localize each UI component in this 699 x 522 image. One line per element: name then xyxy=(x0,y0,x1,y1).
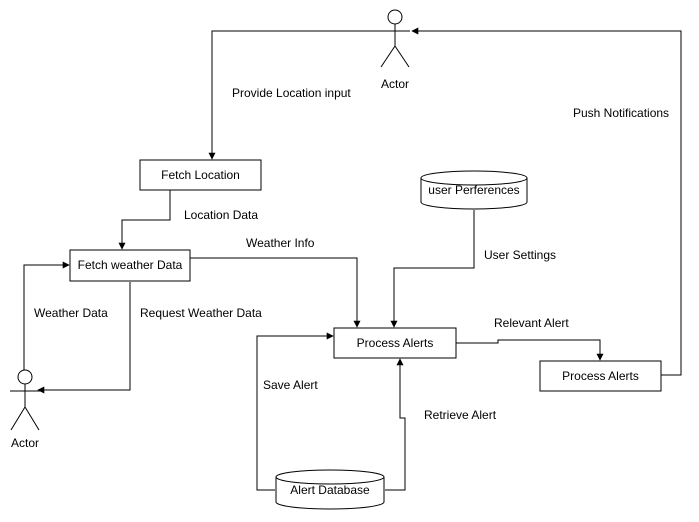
label-relevant-alert: Relevant Alert xyxy=(494,316,569,330)
alert-database-label: Alert Database xyxy=(290,483,370,497)
process-alerts-right-label: Process Alerts xyxy=(562,369,639,383)
actor-left-label: Actor xyxy=(11,436,39,450)
edge-push-notifications xyxy=(411,27,682,376)
edge-location-data xyxy=(118,190,171,250)
node-fetch-weather: Fetch weather Data xyxy=(69,249,191,282)
node-process-alerts-right: Process Alerts xyxy=(539,360,662,392)
label-request-weather: Request Weather Data xyxy=(140,306,262,320)
label-user-settings: User Settings xyxy=(484,248,556,262)
edge-weather-info xyxy=(190,257,361,328)
node-process-alerts-main: Process Alerts xyxy=(333,327,457,359)
fetch-location-label: Fetch Location xyxy=(161,168,240,182)
actor-top: Actor xyxy=(380,9,410,91)
label-save-alert: Save Alert xyxy=(263,378,318,392)
actor-left: Actor xyxy=(10,369,40,450)
edge-request-weather xyxy=(37,282,131,394)
person-icon xyxy=(380,9,410,68)
fetch-weather-label: Fetch weather Data xyxy=(78,258,183,272)
person-icon xyxy=(10,369,40,431)
actor-top-label: Actor xyxy=(381,77,409,91)
label-provide-location: Provide Location input xyxy=(232,86,351,100)
label-push-notifications: Push Notifications xyxy=(573,106,669,120)
node-alert-database: Alert Database xyxy=(275,469,385,510)
label-weather-data: Weather Data xyxy=(34,306,108,320)
edge-weather-data xyxy=(23,261,70,370)
label-location-data: Location Data xyxy=(184,208,258,222)
label-weather-info: Weather Info xyxy=(246,236,315,250)
label-retrieve-alert: Retrieve Alert xyxy=(424,408,497,422)
edge-save-alert xyxy=(256,332,334,491)
node-user-preferences: user Perferences xyxy=(420,170,528,210)
user-preferences-label: user Perferences xyxy=(428,183,519,197)
process-alerts-main-label: Process Alerts xyxy=(357,336,434,350)
edge-retrieve-alert xyxy=(385,358,406,491)
edge-provide-location xyxy=(208,30,383,160)
node-fetch-location: Fetch Location xyxy=(139,159,262,191)
edge-user-settings xyxy=(390,210,475,328)
edge-relevant-alert xyxy=(456,339,604,361)
